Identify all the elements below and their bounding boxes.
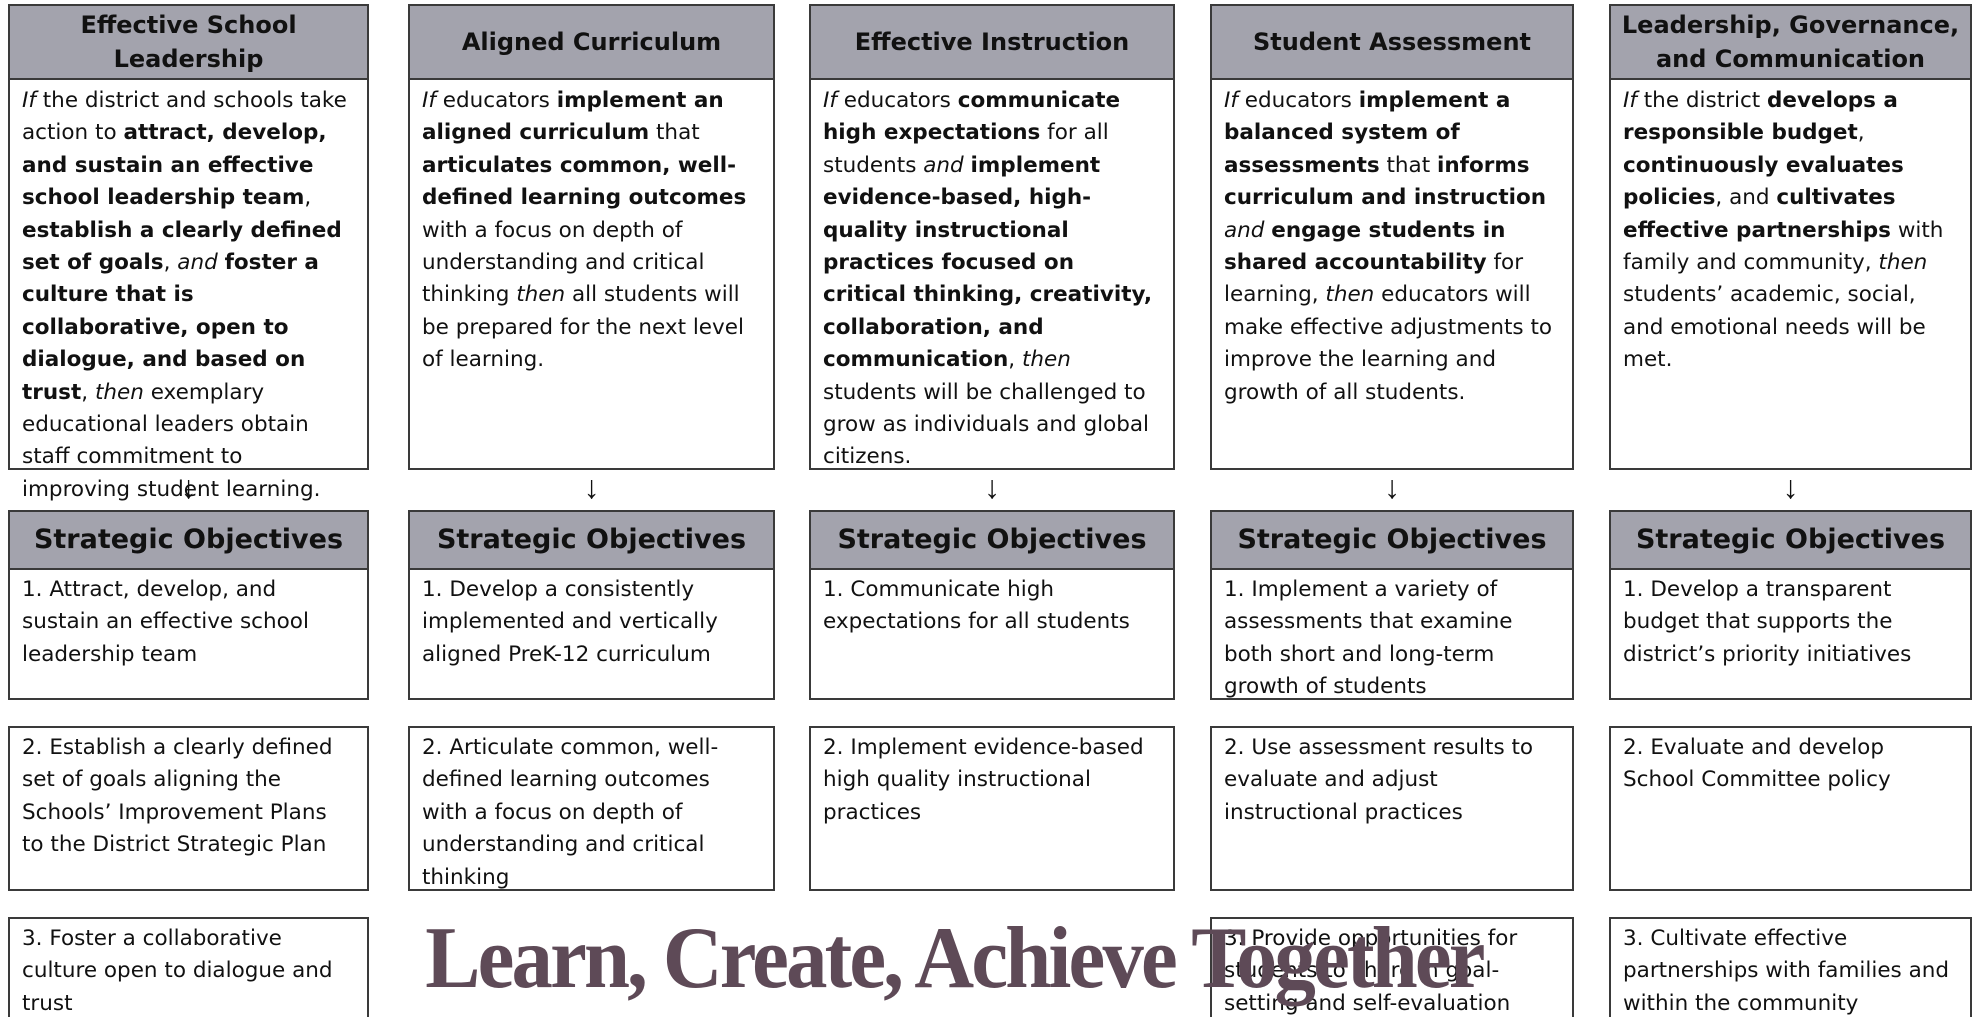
objective-2: 2. Use assessment results to evaluate an… <box>1224 735 1534 825</box>
objective-2: 2. Establish a clearly defined set of go… <box>22 735 333 858</box>
theory-box: Student Assessment If educators implemen… <box>1210 4 1574 470</box>
theory-of-action-text: If the district develops a responsible b… <box>1623 88 1944 373</box>
theory-box: Aligned Curriculum If educators implemen… <box>408 4 775 470</box>
objective-2-box: 2. Implement evidence-based high quality… <box>809 726 1175 891</box>
strategic-objectives-title: Strategic Objectives <box>10 512 367 570</box>
objective-3: 3. Foster a collaborative culture open t… <box>22 926 333 1016</box>
column-title: Leadership, Governance, and Communicatio… <box>1611 6 1970 80</box>
objective-2-box: 2. Evaluate and develop School Committee… <box>1609 726 1972 891</box>
objective-1: 1. Implement a variety of assessments th… <box>1224 577 1513 700</box>
objective-2-box: 2. Establish a clearly defined set of go… <box>8 726 369 891</box>
down-arrow-icon: ↓ <box>180 469 197 505</box>
objective-1: 1. Develop a transparent budget that sup… <box>1623 577 1912 667</box>
theory-box: Effective Instruction If educators commu… <box>809 4 1175 470</box>
strategic-objectives-title: Strategic Objectives <box>410 512 773 570</box>
objective-3-box: 3. Provide opportunities for students to… <box>1210 917 1574 1017</box>
column-title: Aligned Curriculum <box>410 6 773 80</box>
down-arrow-icon: ↓ <box>1782 469 1799 505</box>
theory-box: Leadership, Governance, and Communicatio… <box>1609 4 1972 470</box>
objective-3: 3. Cultivate effective partnerships with… <box>1623 926 1950 1016</box>
objective-1: 1. Communicate high expectations for all… <box>823 577 1130 635</box>
objective-1: 1. Develop a consistently implemented an… <box>422 577 718 667</box>
theory-of-action-text: If the district and schools take action … <box>22 88 347 502</box>
theory-of-action-text: If educators communicate high expectatio… <box>823 88 1153 470</box>
column-title: Effective Instruction <box>811 6 1173 80</box>
theory-of-action-text: If educators implement a balanced system… <box>1224 88 1553 405</box>
strategic-objectives-box: Strategic Objectives 1. Develop a consis… <box>408 510 775 700</box>
down-arrow-icon: ↓ <box>984 469 1000 505</box>
objective-2-box: 2. Use assessment results to evaluate an… <box>1210 726 1574 891</box>
strategic-objectives-box: Strategic Objectives 1. Attract, develop… <box>8 510 369 700</box>
strategic-objectives-title: Strategic Objectives <box>1212 512 1572 570</box>
strategic-objectives-title: Strategic Objectives <box>1611 512 1970 570</box>
objective-2-box: 2. Articulate common, well-defined learn… <box>408 726 775 891</box>
district-slogan: Learn, Create, Achieve Together <box>425 910 1485 1007</box>
theory-of-action-text: If educators implement an aligned curric… <box>422 88 747 373</box>
objective-2: 2. Articulate common, well-defined learn… <box>422 735 719 890</box>
down-arrow-icon: ↓ <box>583 469 600 505</box>
theory-box: Effective School Leadership If the distr… <box>8 4 369 502</box>
strategic-objectives-title: Strategic Objectives <box>811 512 1173 570</box>
column-title: Effective School Leadership <box>10 6 367 80</box>
objective-3-box: 3. Cultivate effective partnerships with… <box>1609 917 1972 1017</box>
strategic-objectives-box: Strategic Objectives 1. Communicate high… <box>809 510 1175 700</box>
objective-2: 2. Implement evidence-based high quality… <box>823 735 1144 825</box>
objective-3: 3. Provide opportunities for students to… <box>1224 926 1518 1016</box>
column-title: Student Assessment <box>1212 6 1572 80</box>
objective-1: 1. Attract, develop, and sustain an effe… <box>22 577 309 667</box>
strategic-objectives-box: Strategic Objectives 1. Implement a vari… <box>1210 510 1574 700</box>
down-arrow-icon: ↓ <box>1384 469 1400 505</box>
strategic-objectives-box: Strategic Objectives 1. Develop a transp… <box>1609 510 1972 700</box>
objective-3-box: 3. Foster a collaborative culture open t… <box>8 917 369 1017</box>
objective-2: 2. Evaluate and develop School Committee… <box>1623 735 1891 793</box>
